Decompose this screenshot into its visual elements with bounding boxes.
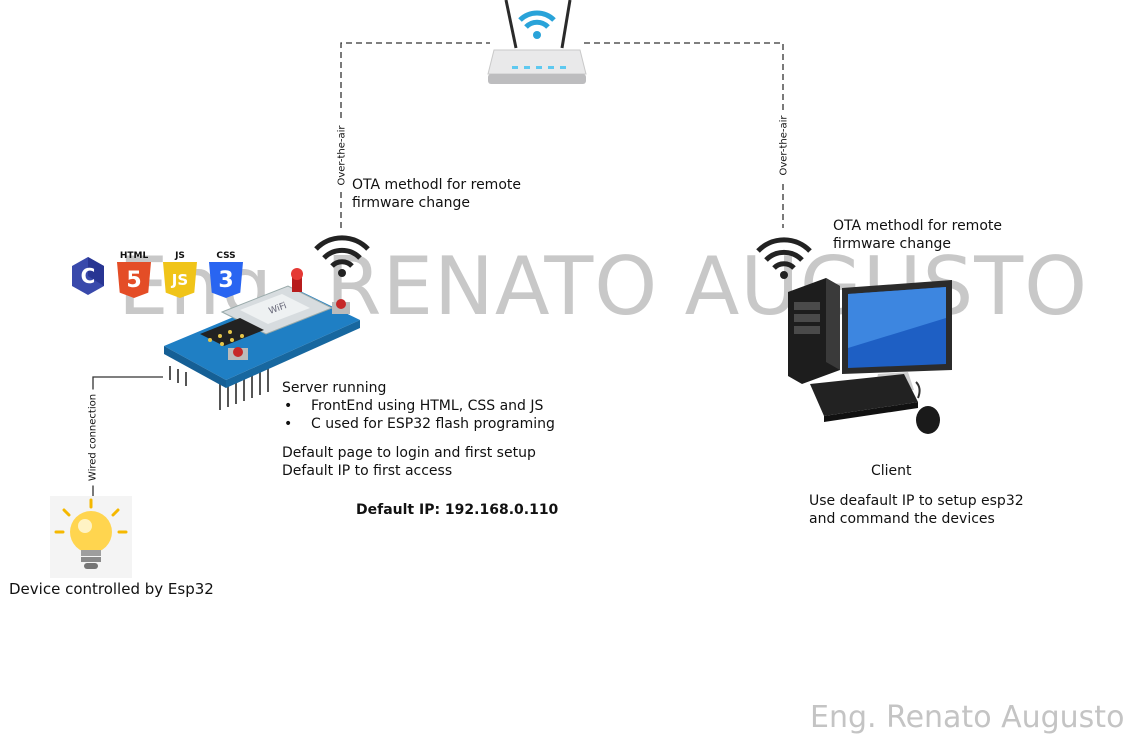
- light-bulb-icon: [50, 496, 132, 578]
- wifi-icon: [314, 235, 370, 277]
- over-the-air-label-left: Over-the-air: [336, 120, 348, 191]
- server-ip-text: Default IP to first access: [282, 463, 453, 479]
- wifi-icon: [756, 237, 812, 279]
- router-icon: [487, 0, 587, 84]
- default-ip-label: Default IP: 192.168.0.110: [356, 502, 559, 518]
- server-bullet: C used for ESP32 flash programing: [282, 415, 555, 433]
- server-title: Server running: [282, 380, 387, 396]
- server-description: Server running FrontEnd using HTML, CSS …: [282, 379, 555, 480]
- device-label: Device controlled by Esp32: [9, 580, 214, 598]
- server-bullet: FrontEnd using HTML, CSS and JS: [282, 397, 555, 415]
- over-the-air-label-right: Over-the-air: [778, 110, 790, 181]
- client-title: Client: [871, 463, 912, 479]
- esp32-board-icon: WiFi: [164, 268, 360, 410]
- css3-icon: CSS 3: [208, 250, 244, 298]
- computer-icon: [788, 278, 952, 434]
- html5-icon: HTML 5: [116, 250, 152, 298]
- svg-text:C: C: [81, 264, 96, 288]
- wired-link: [92, 376, 163, 505]
- javascript-icon: JS JS: [162, 250, 198, 298]
- server-setup-text: Default page to login and first setup: [282, 445, 536, 461]
- wired-connection-label: Wired connection: [87, 389, 99, 486]
- ota-link-right: [584, 42, 784, 228]
- c-language-icon: C: [70, 256, 106, 300]
- signature-watermark: Eng. Renato Augusto: [810, 700, 1125, 735]
